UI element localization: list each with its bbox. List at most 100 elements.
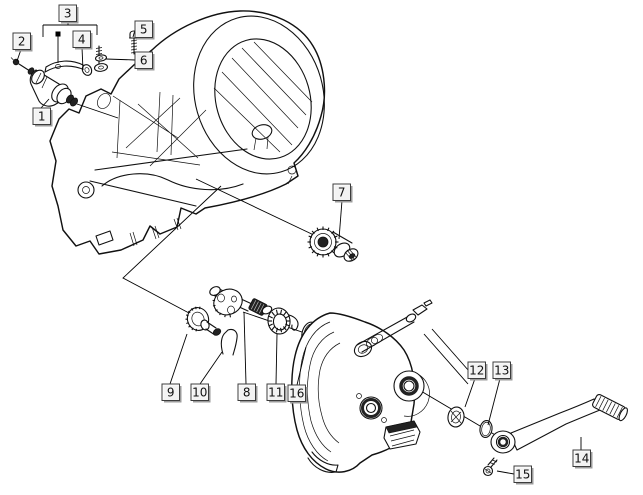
part-10-clip-drawing	[220, 328, 238, 356]
part-15-screw-drawing	[482, 457, 498, 477]
label-box	[12, 32, 31, 50]
label-number: 16	[289, 387, 304, 401]
label-bevel	[333, 184, 350, 200]
label-bevel	[514, 466, 531, 482]
part-label-16[interactable]: 16	[287, 384, 308, 404]
part-7-starter-pinion-drawing	[307, 226, 359, 262]
leader-line-1	[40, 98, 50, 109]
label-bevel	[468, 362, 485, 378]
label-box	[467, 361, 486, 379]
leader-line-13	[487, 378, 501, 426]
connector-starter-motor-axis	[76, 103, 119, 119]
part-11-spring-drawing	[267, 307, 299, 335]
label-box	[72, 30, 91, 48]
leader-line-8	[243, 311, 247, 385]
leader-line-12	[464, 378, 476, 408]
leader-lines-layer	[16, 21, 582, 475]
label-bevel	[135, 52, 152, 68]
leader-line-7	[338, 200, 343, 240]
leader-line-15	[496, 470, 515, 475]
connector-cover-cut-line-a	[423, 333, 469, 385]
part-label-14[interactable]: 14	[572, 449, 593, 469]
engine-crankcase-drawing	[49, 10, 326, 255]
label-bevel	[162, 384, 179, 400]
part-4-support-bracket-drawing	[44, 60, 93, 76]
label-number: 6	[140, 54, 148, 68]
callout-3-bracket	[42, 24, 98, 63]
label-box	[237, 383, 256, 401]
label-box	[32, 107, 51, 125]
label-number: 13	[494, 364, 509, 378]
label-bevel	[191, 384, 208, 400]
part-label-7[interactable]: 7	[332, 183, 353, 203]
part-1-starter-motor-drawing	[27, 67, 79, 107]
leader-line-6	[105, 58, 136, 61]
leader-line-11	[275, 333, 278, 385]
label-box	[332, 183, 351, 201]
part-label-2[interactable]: 2	[12, 32, 33, 52]
label-box	[161, 383, 180, 401]
label-bevel	[573, 450, 590, 466]
label-box	[134, 20, 153, 38]
part-13-oring-drawing	[479, 419, 493, 439]
label-bevel	[135, 21, 152, 37]
label-box	[134, 51, 153, 69]
label-box	[492, 361, 511, 379]
part-8-kickstart-shaft-drawing	[209, 286, 273, 318]
label-number: 3	[64, 7, 72, 21]
connector-kickstart-locator-v	[122, 185, 222, 314]
leader-line-9	[169, 333, 188, 385]
leader-line-10	[199, 351, 223, 385]
label-number: 4	[78, 33, 86, 47]
part-label-5[interactable]: 5	[134, 20, 155, 40]
label-bevel	[13, 33, 30, 49]
label-bevel	[33, 108, 50, 124]
label-box	[58, 4, 77, 22]
label-box	[190, 383, 209, 401]
part-9-gear-drawing	[185, 306, 222, 336]
label-number: 11	[268, 386, 283, 400]
label-number: 1	[38, 110, 46, 124]
part-label-15[interactable]: 15	[513, 465, 534, 485]
part-6-washers-drawing	[93, 45, 109, 72]
label-bevel	[59, 5, 76, 21]
label-bevel	[73, 31, 90, 47]
label-bevel	[267, 384, 284, 400]
part-label-3[interactable]: 3	[58, 4, 79, 24]
part-label-11[interactable]: 11	[266, 383, 287, 403]
label-number: 7	[338, 186, 346, 200]
label-bevel	[238, 384, 255, 400]
part-label-12[interactable]: 12	[467, 361, 488, 381]
label-number: 8	[243, 386, 251, 400]
connector-starter-pinion-axis	[195, 178, 319, 238]
label-number: 12	[469, 364, 484, 378]
part-12-washer-drawing	[447, 406, 465, 428]
leader-line-16	[296, 346, 307, 386]
label-box	[513, 465, 532, 483]
part-3-bolt-marker	[55, 31, 61, 37]
part-label-9[interactable]: 9	[161, 383, 182, 403]
connector-lines-layer	[76, 103, 498, 437]
label-number: 15	[515, 468, 530, 482]
label-bevel	[288, 385, 305, 401]
part-label-1[interactable]: 1	[32, 107, 53, 127]
label-bevel	[493, 362, 510, 378]
label-number: 10	[192, 386, 207, 400]
label-box	[287, 384, 306, 402]
part-label-10[interactable]: 10	[190, 383, 211, 403]
label-number: 2	[18, 35, 26, 49]
label-box	[572, 449, 591, 467]
part-label-4[interactable]: 4	[72, 30, 93, 50]
part-label-8[interactable]: 8	[237, 383, 258, 403]
label-number: 5	[140, 23, 148, 37]
part-14-kick-lever-drawing	[490, 393, 628, 454]
label-box	[266, 383, 285, 401]
part-label-6[interactable]: 6	[134, 51, 155, 71]
label-number: 14	[574, 452, 589, 466]
leader-line-4	[81, 47, 84, 71]
part-label-13[interactable]: 13	[492, 361, 513, 381]
transmission-cover-drawing	[291, 299, 433, 473]
